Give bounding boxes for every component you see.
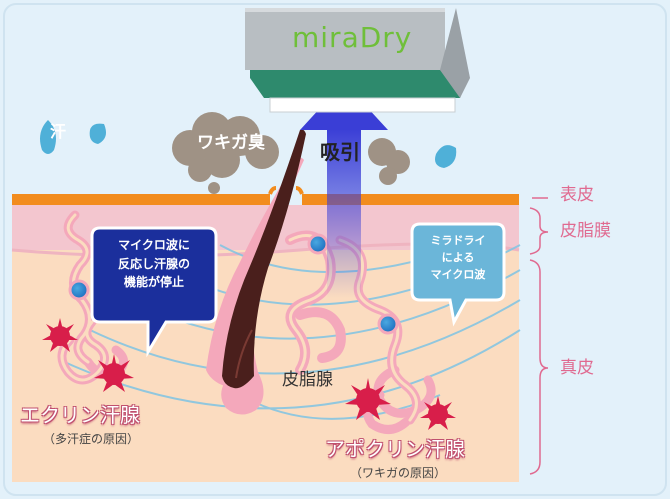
- device-body: [245, 8, 445, 70]
- burst-eccrine-1: [42, 318, 78, 352]
- device-brand-logo: miraDry: [292, 21, 413, 54]
- callout-microwave-effect-text: マイクロ波に 反応し汗腺の 機能が停止: [97, 236, 211, 292]
- epidermis-layer-left: [12, 194, 270, 205]
- apocrine-gland-label: アポクリン汗腺: [325, 437, 465, 461]
- sweat-drop-1: [40, 120, 56, 154]
- suction-arrow-shaft: [327, 128, 361, 298]
- burst-apocrine-1: [345, 378, 391, 420]
- callout-line: による: [441, 251, 475, 265]
- apocrine-gland-dot: [377, 313, 399, 335]
- sweat-drop-2: [89, 123, 106, 144]
- suction-label: 吸引: [320, 140, 360, 164]
- odor-cloud-left: [172, 112, 279, 194]
- epidermis-layer-right: [302, 194, 519, 205]
- apocrine-gland-note: （ワキガの原因）: [350, 466, 447, 480]
- odor-cloud-right: [368, 138, 410, 185]
- dermis-label: 真皮: [560, 358, 594, 378]
- sweat-drop-3: [435, 145, 457, 168]
- sebaceous-dot-upper: [307, 233, 329, 255]
- burst-apocrine-2: [420, 396, 456, 430]
- sebaceous-gland-label: 皮脂腺: [282, 370, 333, 390]
- eccrine-gland-dot: [68, 279, 90, 301]
- callout-line: マイクロ波: [430, 268, 486, 282]
- epidermis-label: 表皮: [560, 185, 594, 205]
- callout-miradry-microwave-text: ミラドライ による マイクロ波: [416, 232, 500, 283]
- burst-eccrine-2: [94, 354, 134, 392]
- sweat-label: 汗: [50, 122, 67, 141]
- sebaceous-membrane-label: 皮脂膜: [560, 221, 611, 241]
- callout-line: 反応し汗腺の: [117, 256, 190, 271]
- device-tip: [269, 97, 456, 113]
- callout-microwave-effect: [90, 226, 218, 358]
- eccrine-gland-label: エクリン汗腺: [20, 403, 140, 427]
- callout-line: 機能が停止: [123, 275, 184, 290]
- callout-line: マイクロ波に: [118, 238, 190, 252]
- callout-line: ミラドライ: [430, 234, 486, 247]
- odor-label: ワキガ臭: [197, 133, 265, 153]
- eccrine-gland-note: （多汗症の原因）: [43, 432, 140, 446]
- hair-shaft: [222, 129, 306, 389]
- layer-brackets: [529, 197, 549, 475]
- device-head: [250, 70, 468, 98]
- callout-miradry-microwave: [410, 222, 506, 327]
